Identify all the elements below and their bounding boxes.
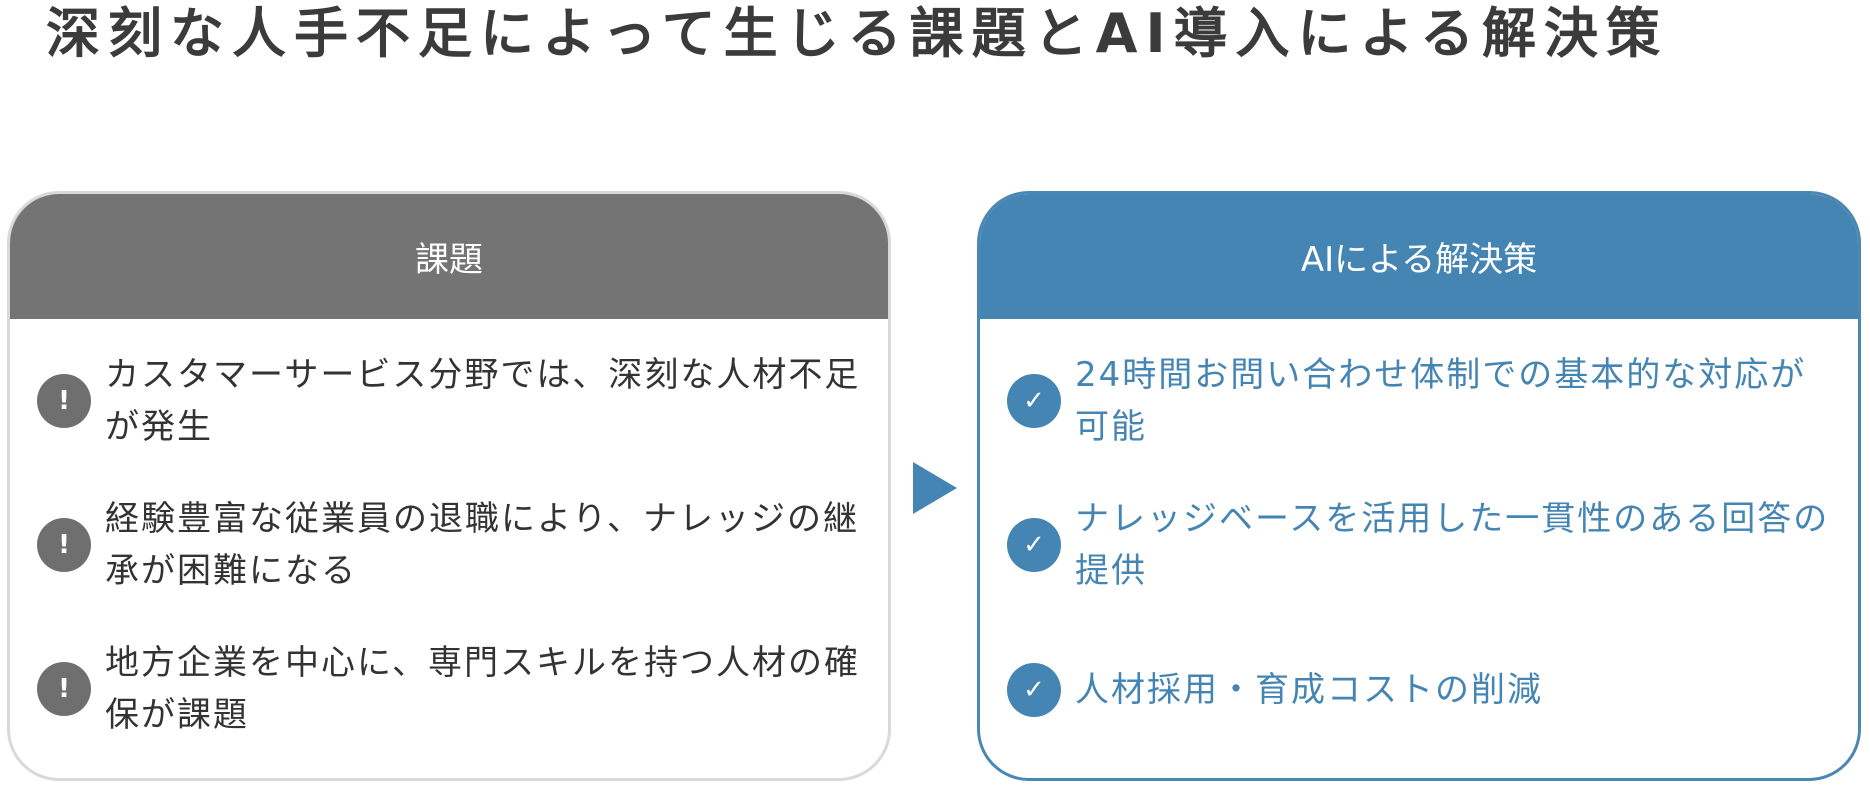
- check-icon: ✓: [1007, 518, 1061, 572]
- check-icon: ✓: [1007, 663, 1061, 717]
- solution-item-text: ナレッジベースを活用した一貫性のある回答の提供: [1075, 499, 1830, 591]
- problem-card: 課題 ! カスタマーサービス分野では、深刻な人材不足が発生 ! 経験豊富な従業員…: [7, 191, 891, 781]
- solution-item: ✓ 24時間お問い合わせ体制での基本的な対応が可能: [1007, 349, 1838, 453]
- check-icon: ✓: [1007, 374, 1061, 428]
- problem-item-text: 地方企業を中心に、専門スキルを持つ人材の確保が課題: [105, 643, 860, 735]
- exclamation-icon: !: [37, 662, 91, 716]
- solution-item-text: 人材採用・育成コストの削減: [1075, 670, 1543, 710]
- problem-item-text: カスタマーサービス分野では、深刻な人材不足が発生: [105, 355, 861, 447]
- exclamation-icon: !: [37, 518, 91, 572]
- problem-item: ! 地方企業を中心に、専門スキルを持つ人材の確保が課題: [37, 637, 868, 741]
- solution-item-text: 24時間お問い合わせ体制での基本的な対応が可能: [1075, 355, 1807, 447]
- solution-card-header: AIによる解決策: [980, 194, 1858, 319]
- solution-card: AIによる解決策 ✓ 24時間お問い合わせ体制での基本的な対応が可能 ✓ ナレッ…: [977, 191, 1861, 781]
- exclamation-icon: !: [37, 374, 91, 428]
- page-title: 深刻な人手不足によって生じる課題とAI導入による解決策: [46, 2, 1668, 65]
- problem-card-header: 課題: [10, 194, 888, 319]
- problem-item: ! カスタマーサービス分野では、深刻な人材不足が発生: [37, 349, 868, 453]
- problem-item: ! 経験豊富な従業員の退職により、ナレッジの継承が困難になる: [37, 493, 868, 597]
- problem-item-text: 経験豊富な従業員の退職により、ナレッジの継承が困難になる: [105, 499, 859, 591]
- solution-item: ✓ 人材採用・育成コストの削減: [1007, 663, 1838, 717]
- solution-item: ✓ ナレッジベースを活用した一貫性のある回答の提供: [1007, 493, 1838, 597]
- triangle-right-icon: [913, 462, 957, 514]
